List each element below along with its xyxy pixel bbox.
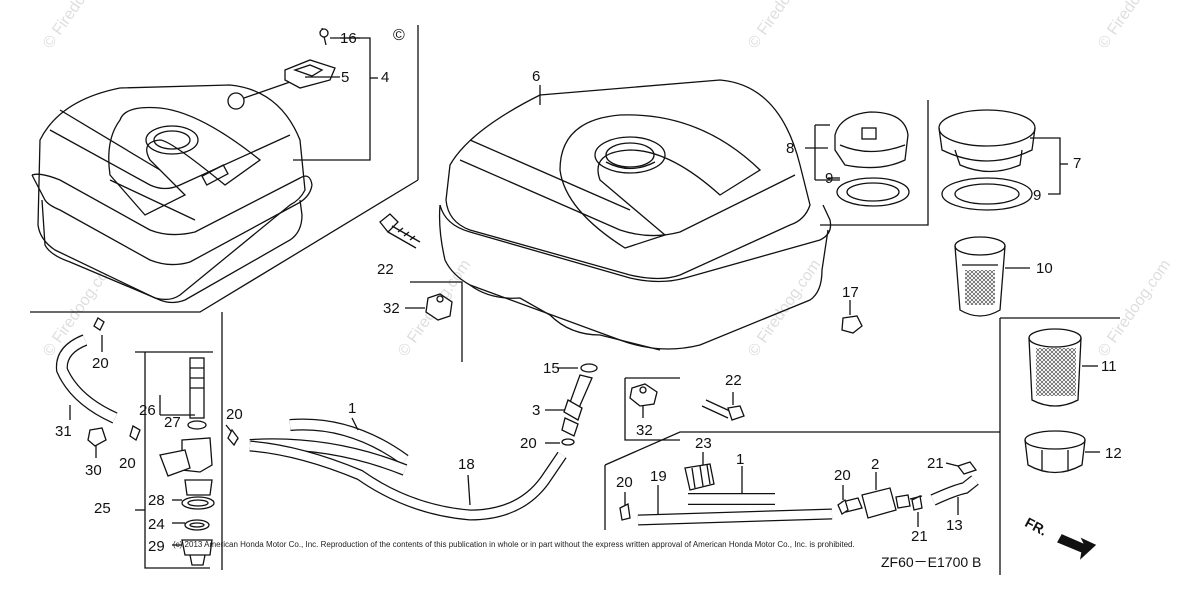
callout-24: 24 [148, 516, 165, 533]
callout-17: 17 [842, 284, 859, 301]
callout-32: 32 [383, 300, 400, 317]
callout-1: 1 [736, 451, 745, 468]
callout-6: 6 [532, 68, 541, 85]
copyright-notice: (c) 2013 American Honda Motor Co., Inc. … [173, 540, 855, 549]
callout-8: 8 [786, 140, 795, 157]
callout-32: 32 [636, 422, 653, 439]
callout-20: 20 [92, 355, 109, 372]
small-fuel-tank [31, 84, 313, 304]
large-fuel-tank [438, 79, 832, 351]
callout-20: 20 [520, 435, 537, 452]
callout-25: 25 [94, 500, 111, 517]
callout-20: 20 [226, 406, 243, 423]
callout-29: 29 [148, 538, 165, 555]
fuel-cap-7 [938, 109, 1036, 211]
callout-1: 1 [348, 400, 357, 417]
bolt-22 [379, 213, 421, 249]
callout-13: 13 [946, 517, 963, 534]
callout-21: 21 [911, 528, 928, 545]
callout-20: 20 [616, 474, 633, 491]
strainer-10 [954, 236, 1006, 317]
callout-23: 23 [695, 435, 712, 452]
strainer-11 [1028, 328, 1082, 407]
fitting-23 [684, 463, 715, 491]
fuel-filter-2 [841, 487, 923, 519]
callout-2: 2 [871, 456, 880, 473]
callout-19: 19 [650, 468, 667, 485]
callout-16: 16 [340, 30, 357, 47]
callout-27: 27 [164, 414, 181, 431]
part-30 [87, 427, 107, 447]
fuel-hose-13 [930, 475, 979, 506]
clip-32 [425, 293, 453, 321]
fuel-cock-assembly [129, 351, 215, 569]
callout-26: 26 [139, 402, 156, 419]
fuel-hose-18 [249, 440, 567, 521]
fuel-cap-8 [834, 111, 910, 207]
callout-15: 15 [543, 360, 560, 377]
callout-22: 22 [725, 372, 742, 389]
callout-11: 11 [1101, 358, 1117, 375]
callout-7: 7 [1073, 155, 1082, 172]
callout-21: 21 [927, 455, 944, 472]
clip-32-lower [629, 383, 658, 407]
callout-20: 20 [834, 467, 851, 484]
strainer-cup-12 [1024, 430, 1086, 474]
nut-17 [841, 315, 863, 334]
callout-30: 30 [85, 462, 102, 479]
clip-20 [93, 317, 105, 331]
callout-5: 5 [341, 69, 350, 86]
fuel-valve-3 [561, 363, 598, 446]
callout-3: 3 [532, 402, 541, 419]
callout-4: 4 [381, 69, 390, 86]
callout-9: 9 [1033, 187, 1042, 204]
callout-10: 10 [1036, 260, 1053, 277]
callout-18: 18 [458, 456, 475, 473]
diagram-code: ZF60－E1700 B [881, 554, 982, 570]
callout-9: 9 [825, 170, 834, 187]
callout-12: 12 [1105, 445, 1122, 462]
callout-20: 20 [119, 455, 136, 472]
bolt-22-lower [701, 399, 745, 421]
fuel-hose-19 [637, 508, 833, 526]
hose-31 [55, 334, 118, 424]
fuel-cap-small [227, 27, 336, 110]
callout-28: 28 [148, 492, 165, 509]
callout-22: 22 [377, 261, 394, 278]
front-arrow [1057, 534, 1097, 560]
copyright-symbol: © [393, 27, 405, 44]
callout-31: 31 [55, 423, 72, 440]
